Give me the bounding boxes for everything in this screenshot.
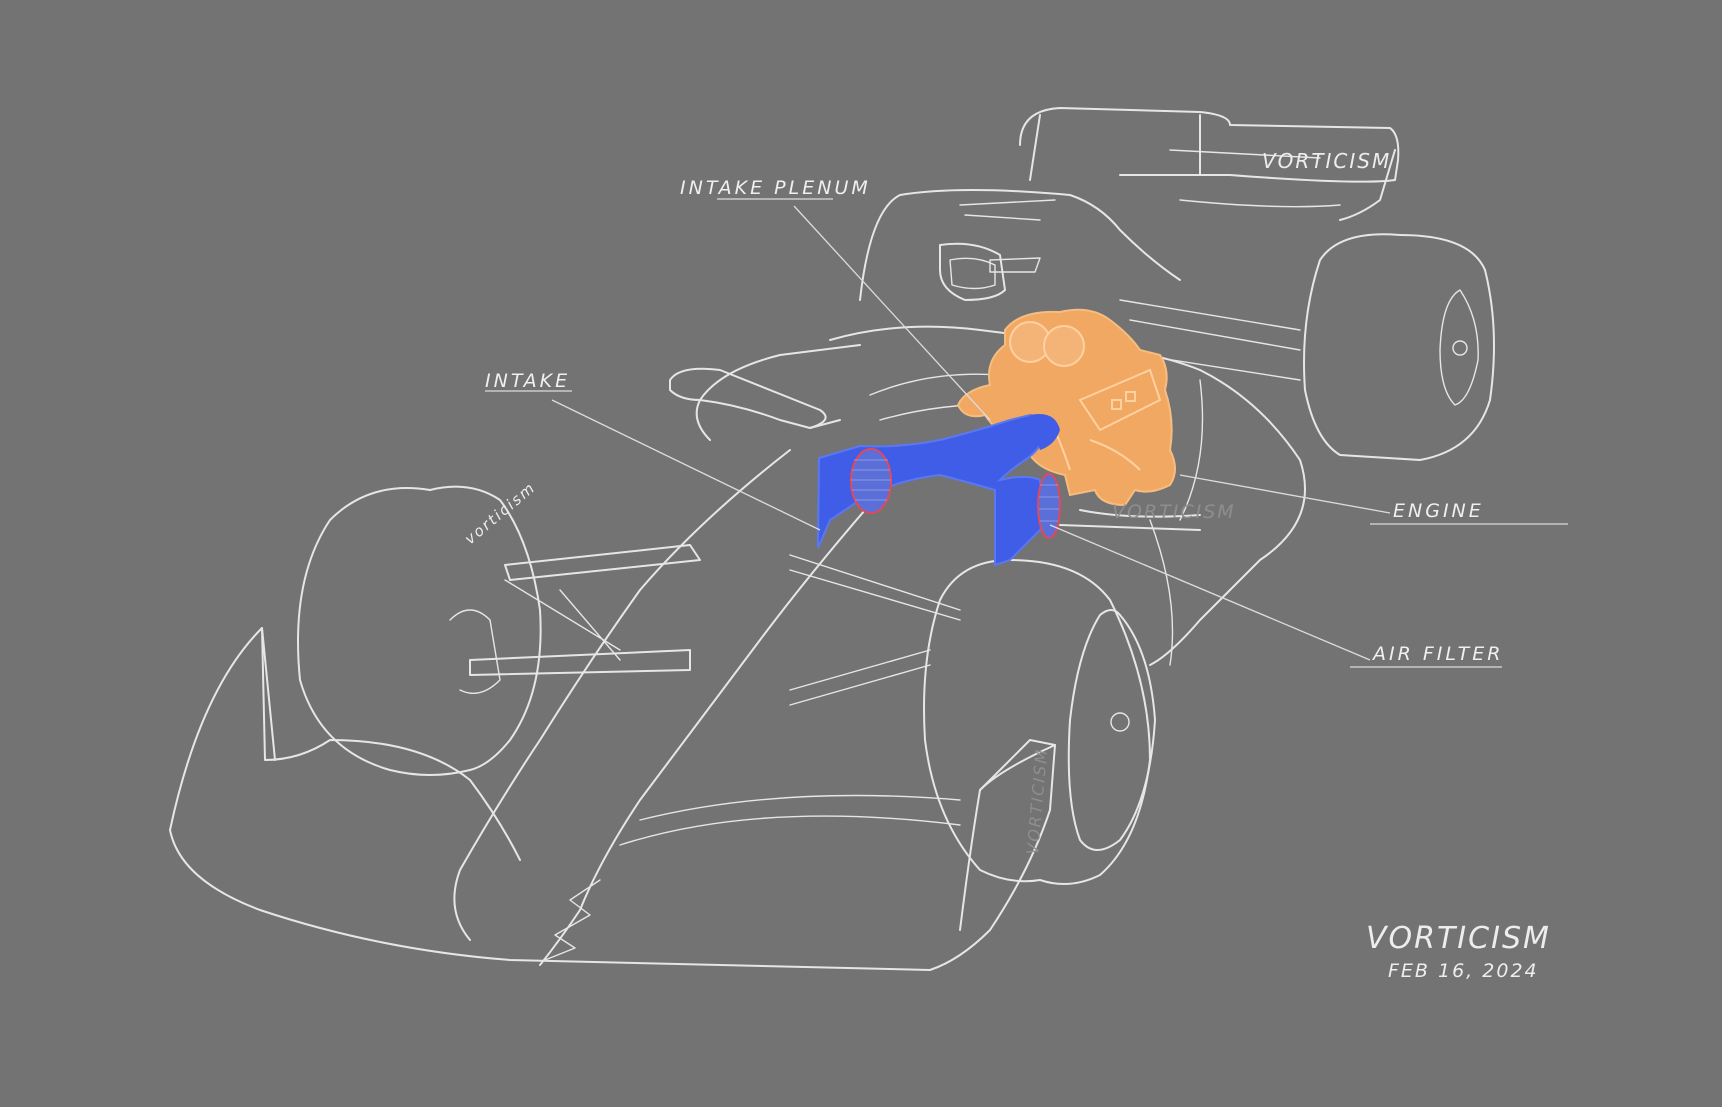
air-filter-component (850, 448, 1061, 539)
leader-lines (485, 198, 1568, 668)
air-filter-leader (1049, 524, 1371, 661)
engine-component (956, 308, 1176, 507)
intake-leader (551, 399, 821, 531)
front-wing-endplate-branding: VORTICISM (1023, 747, 1051, 855)
intake-label: INTAKE (485, 370, 570, 392)
signature-name: VORTICISM (1366, 921, 1551, 956)
intake-plenum-leader (793, 205, 991, 421)
engine-leader (1179, 474, 1391, 514)
intake-plenum-label: INTAKE PLENUM (680, 177, 871, 199)
signature-date: FEB 16, 2024 (1388, 960, 1539, 982)
air-filter-label: AIR FILTER (1371, 643, 1503, 665)
engine-cover-branding: VORTICISM (1112, 501, 1236, 523)
car-outline (169, 107, 1495, 971)
rear-wing-branding: VORTICISM (1262, 149, 1391, 173)
engine-label: ENGINE (1393, 500, 1484, 522)
